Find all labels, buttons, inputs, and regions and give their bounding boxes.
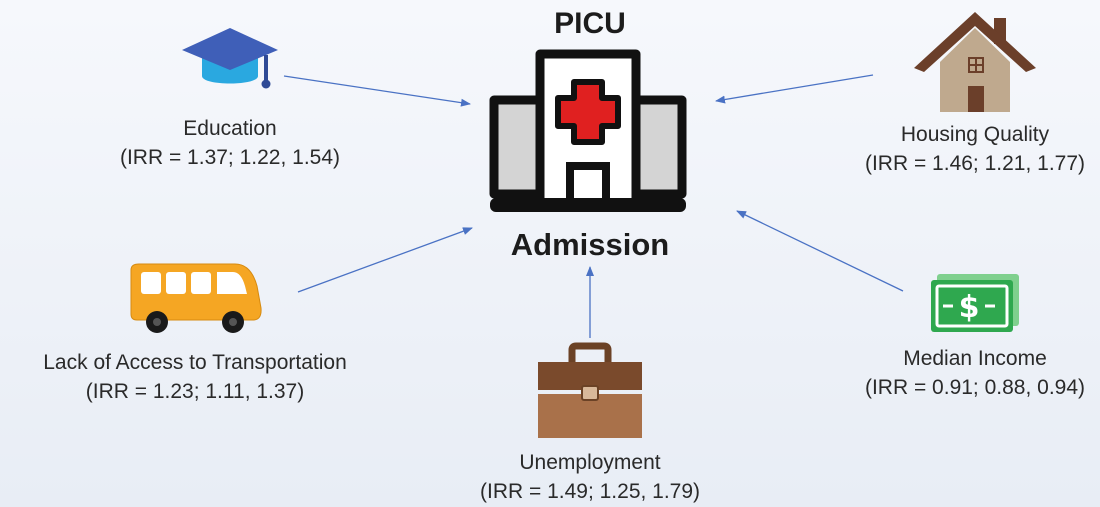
factor-education: Education (IRR = 1.37; 1.22, 1.54) [60,22,400,172]
house-icon [914,12,1036,112]
transportation-irr: (IRR = 1.23; 1.11, 1.37) [85,380,305,403]
housing-label: Housing Quality [900,123,1050,146]
factor-transportation: Lack of Access to Transportation (IRR = … [5,260,385,406]
briefcase-icon [538,342,642,438]
housing-irr: (IRR = 1.46; 1.21, 1.77) [864,152,1086,175]
arrow-transportation [297,227,473,293]
unemployment-label: Unemployment [519,451,661,474]
education-label: Education [183,117,277,140]
education-irr: (IRR = 1.37; 1.22, 1.54) [119,146,341,169]
arrow-housing [715,74,874,104]
factor-unemployment: Unemployment (IRR = 1.49; 1.25, 1.79) [480,342,700,506]
arrow-education [283,75,471,107]
money-icon: $ [931,274,1019,332]
unemployment-irr: (IRR = 1.49; 1.25, 1.79) [480,480,701,503]
center-title-bottom: Admission [510,227,670,262]
transportation-label: Lack of Access to Transportation [43,351,347,374]
arrow-income [736,210,904,292]
factor-housing: Housing Quality (IRR = 1.46; 1.21, 1.77) [840,6,1100,178]
center-title-top: PICU [554,7,626,40]
factor-income: $ Median Income (IRR = 0.91; 0.88, 0.94) [845,272,1100,402]
graduation-cap-icon [182,28,278,89]
income-irr: (IRR = 0.91; 0.88, 0.94) [864,376,1086,399]
bus-icon [130,263,262,333]
hospital-icon [489,49,687,212]
svg-text:$: $ [959,290,980,325]
income-label: Median Income [903,347,1047,370]
